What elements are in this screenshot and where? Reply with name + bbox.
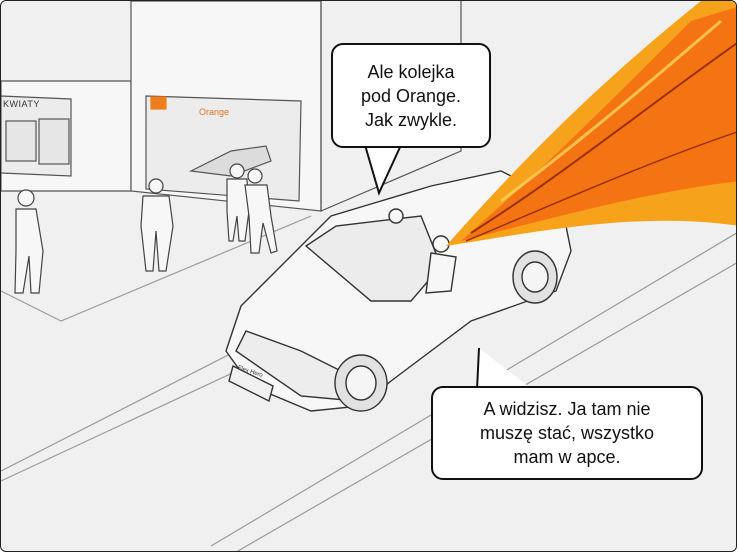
speech-bubble-top: Ale kolejka pod Orange. Jak zwykle. [331,43,491,148]
speech-bubble-bottom: A widzisz. Ja tam nie muszę stać, wszyst… [431,386,703,480]
flame-trail [446,1,736,246]
store-sign-orange: Orange [199,107,230,117]
store-sign-left: KWIATY [3,99,40,109]
building-orange-store [130,1,462,212]
speech-bubble-top-text: Ale kolejka pod Orange. Jak zwykle. [360,61,462,130]
pedestrians [14,163,278,294]
speech-bubble-bottom-text: A widzisz. Ja tam nie muszę stać, wszyst… [479,399,655,467]
top-bubble-tail [364,141,402,196]
building-left [1,80,132,192]
